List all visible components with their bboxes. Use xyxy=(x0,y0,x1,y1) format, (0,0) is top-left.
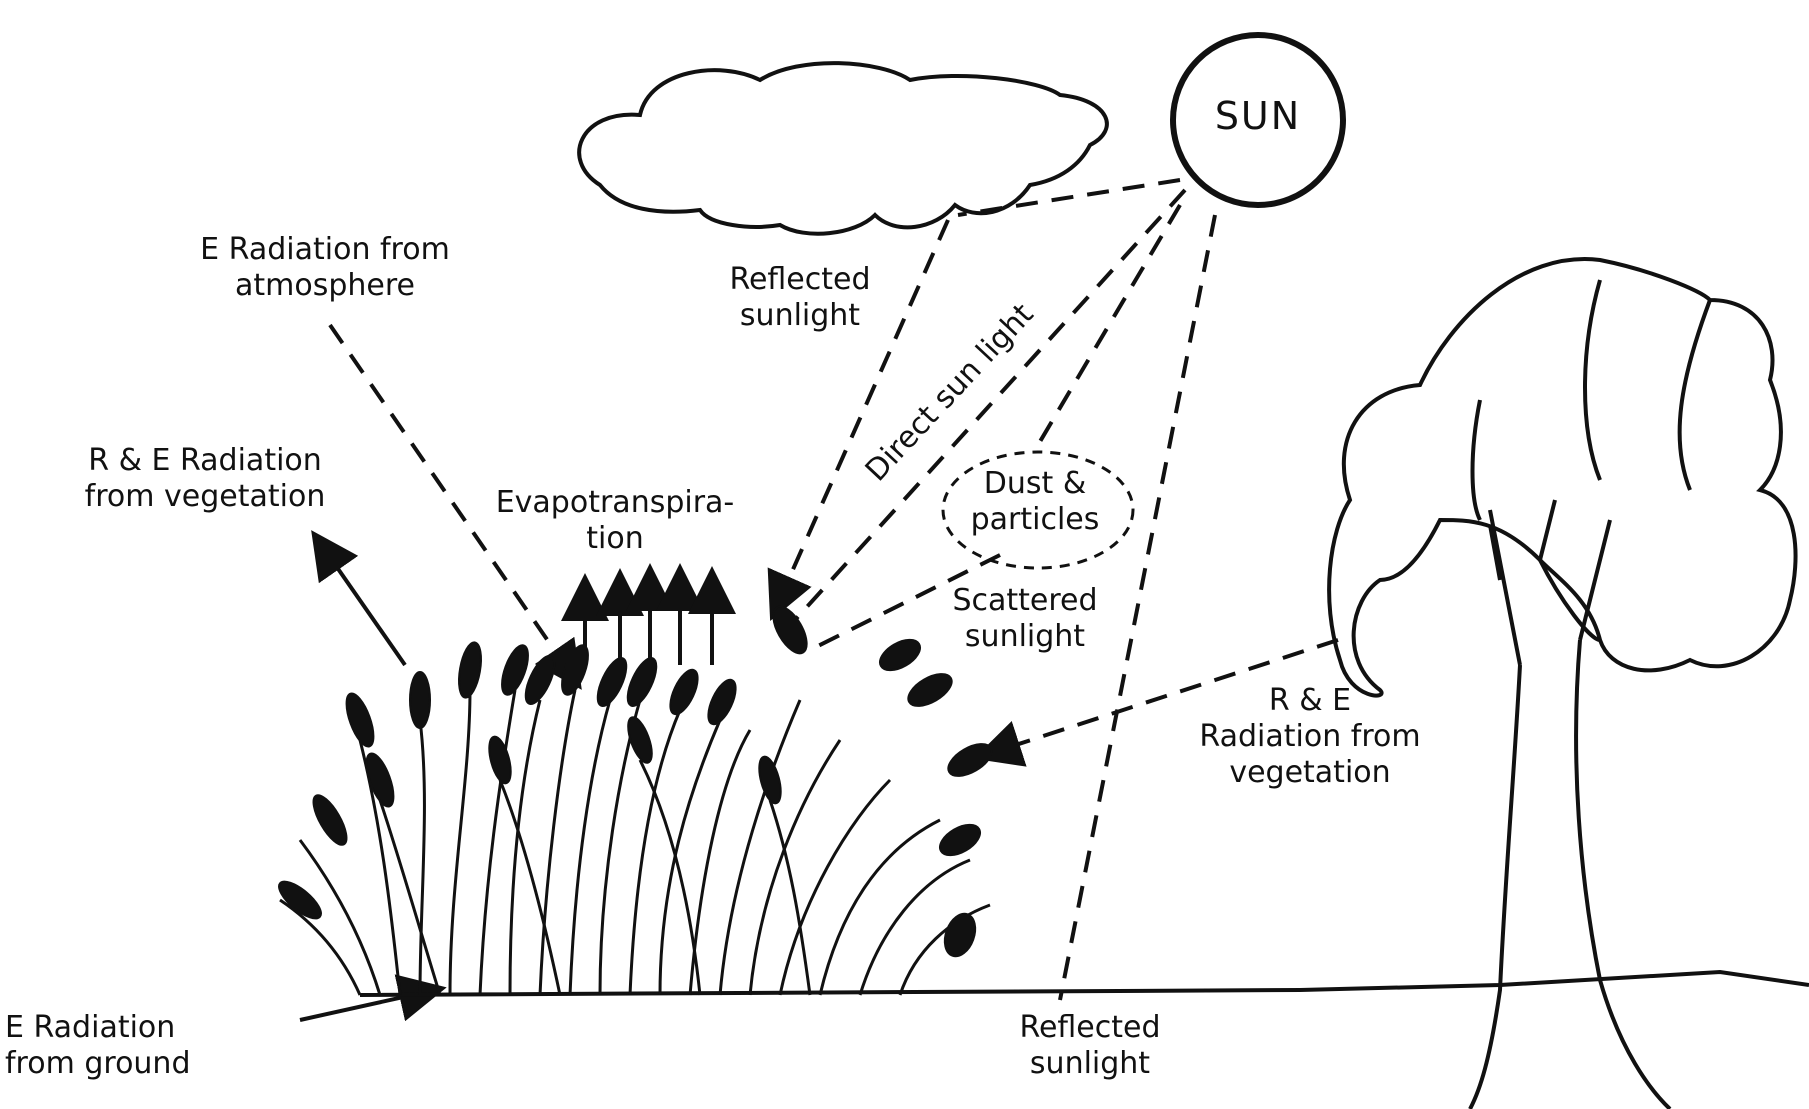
e-radiation-atmosphere-label: E Radiation from atmosphere xyxy=(135,232,515,304)
e-radiation-atmosphere-line2: atmosphere xyxy=(135,268,515,304)
tree-trunk xyxy=(1470,640,1670,1109)
evapotranspiration-label: Evapotranspira- tion xyxy=(460,485,770,557)
rae-radiation-vegetation-left-line1: R & E Radiation xyxy=(30,443,380,479)
tree-crown-divisions xyxy=(1473,280,1711,640)
ground-line xyxy=(360,972,1809,995)
cloud-shape xyxy=(579,63,1107,234)
scattered-sunlight-line2: sunlight xyxy=(915,619,1135,655)
ray-sun-to-cloud xyxy=(958,180,1180,215)
sun-label: SUN xyxy=(1200,98,1316,134)
e-radiation-ground-line1: E Radiation xyxy=(5,1010,305,1046)
reflected-sunlight-cloud-line1: Reflected xyxy=(670,262,930,298)
evapotranspiration-line1: Evapotranspira- xyxy=(460,485,770,521)
reflected-sunlight-ground-label: Reflected sunlight xyxy=(960,1010,1220,1082)
reflected-sunlight-cloud-label: Reflected sunlight xyxy=(670,262,930,334)
e-radiation-ground-line2: from ground xyxy=(5,1046,305,1082)
reflected-sunlight-ground-line1: Reflected xyxy=(960,1010,1220,1046)
rae-radiation-vegetation-right-label: R & E Radiation from vegetation xyxy=(1150,683,1470,791)
reflected-sunlight-cloud-line2: sunlight xyxy=(670,298,930,334)
rae-radiation-vegetation-right-line1: R & E xyxy=(1150,683,1470,719)
tree-crown xyxy=(1329,259,1795,696)
e-radiation-ground-label: E Radiation from ground xyxy=(5,1010,305,1082)
arrow-vegetation-radiation-left xyxy=(318,540,405,665)
rae-radiation-vegetation-right-line3: vegetation xyxy=(1150,755,1470,791)
rae-radiation-vegetation-right-line2: Radiation from xyxy=(1150,719,1470,755)
dust-particles-label: Dust & particles xyxy=(945,466,1125,538)
scattered-sunlight-line1: Scattered xyxy=(915,583,1135,619)
rae-radiation-vegetation-left-line2: from vegetation xyxy=(30,479,380,515)
ray-scattered-sunlight xyxy=(1035,205,1180,450)
rae-radiation-vegetation-left-label: R & E Radiation from vegetation xyxy=(30,443,380,515)
dust-particles-line1: Dust & xyxy=(945,466,1125,502)
ray-direct-sunlight xyxy=(795,190,1185,620)
e-radiation-atmosphere-line1: E Radiation from xyxy=(135,232,515,268)
dust-particles-line2: particles xyxy=(945,502,1125,538)
reflected-sunlight-ground-line2: sunlight xyxy=(960,1046,1220,1082)
scattered-sunlight-label: Scattered sunlight xyxy=(915,583,1135,655)
evapotranspiration-line2: tion xyxy=(460,521,770,557)
sun-label-text: SUN xyxy=(1200,98,1316,134)
